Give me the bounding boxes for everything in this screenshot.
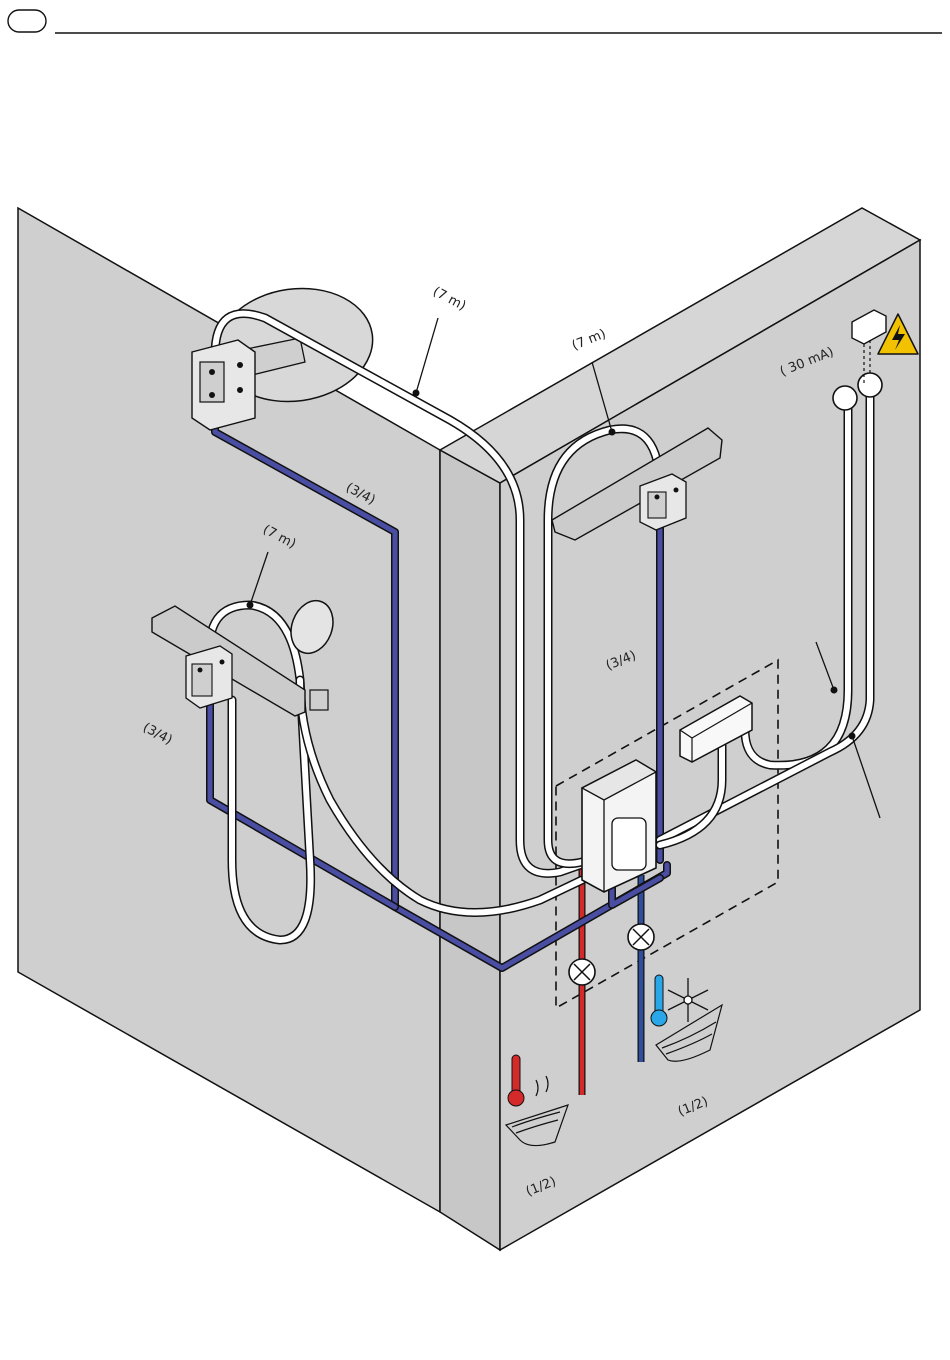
wall-socket-left [833, 386, 857, 410]
wall-socket-right [858, 373, 882, 397]
wall-edge-face [440, 450, 500, 1250]
valve-icon [628, 924, 654, 950]
label-hose-top: (7 m) [430, 284, 468, 314]
page-badge [8, 10, 46, 32]
wall-bracket-top [192, 340, 255, 430]
leader-hose-top [416, 318, 438, 393]
valve-icon [569, 959, 595, 985]
label-hose-right: (7 m) [570, 327, 608, 354]
wall-bracket-left [186, 646, 232, 708]
hand-shower-holder [310, 690, 328, 710]
